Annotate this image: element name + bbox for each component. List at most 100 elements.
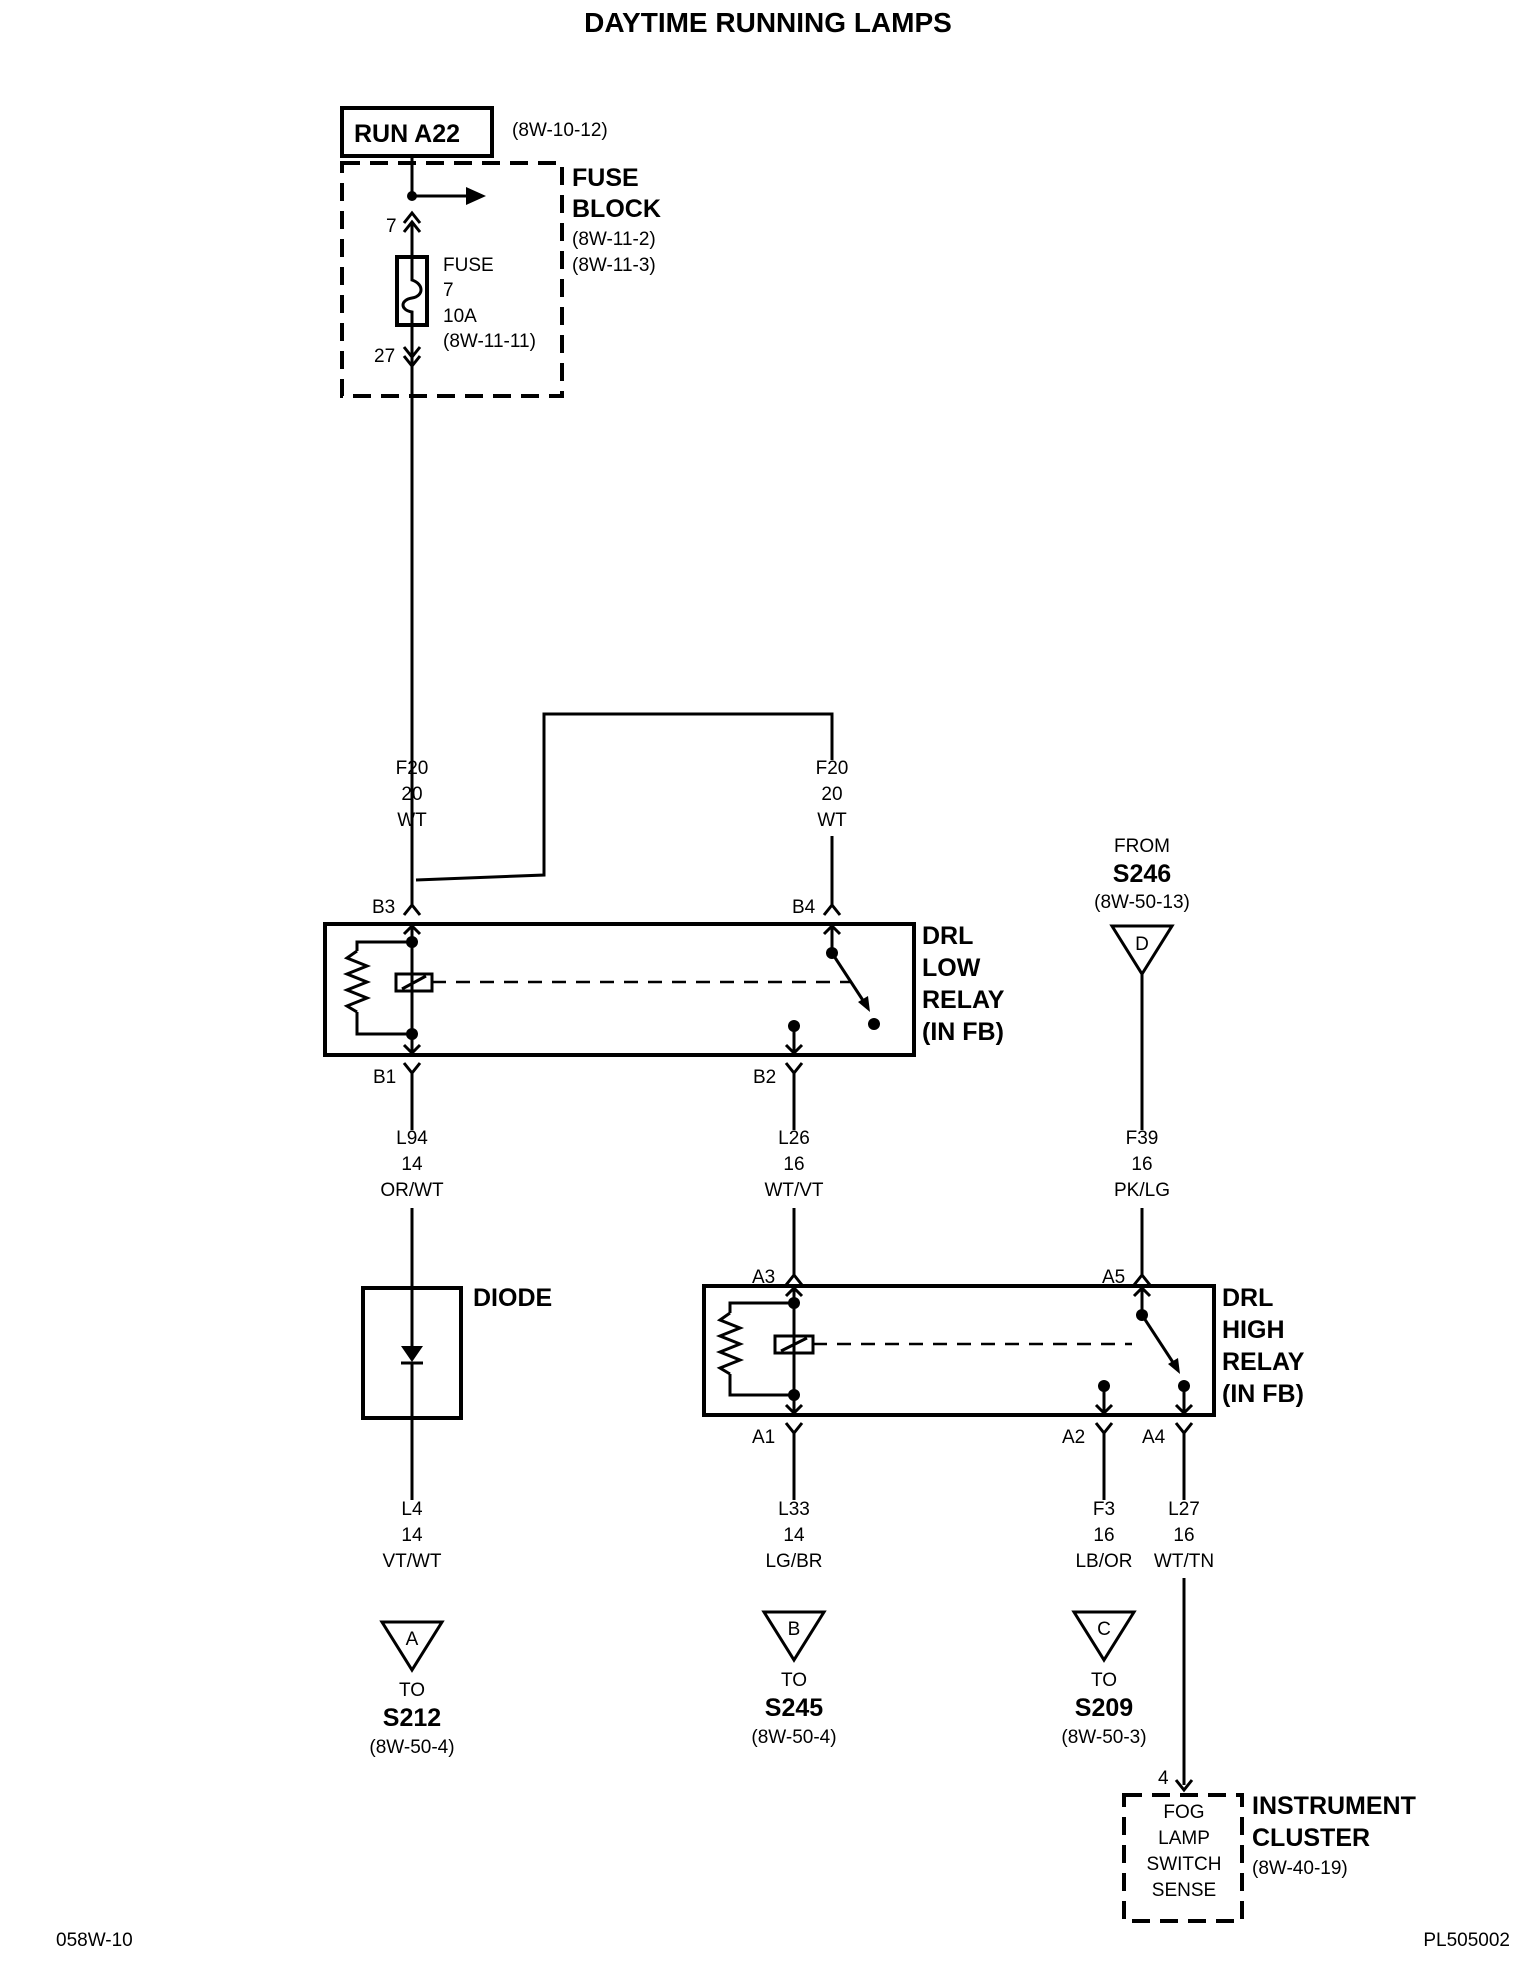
low-relay-name-3: RELAY [922, 986, 1005, 1014]
splice-a-letter: A [406, 1629, 419, 1650]
cluster-name-2: CLUSTER [1252, 1824, 1370, 1852]
high-relay-pin-a1: A1 [752, 1427, 775, 1448]
low-relay-name-2: LOW [922, 954, 981, 982]
high-relay-name-4: (IN FB) [1222, 1380, 1304, 1408]
low-relay-pin-b3: B3 [372, 897, 395, 918]
splice-c-to: TO [1091, 1670, 1117, 1691]
cluster-pin: 4 [1158, 1768, 1169, 1789]
wire-l26-color: WT/VT [764, 1180, 823, 1201]
wire-f20-left-circuit: F20 [396, 758, 429, 779]
cluster-inner-2: LAMP [1158, 1828, 1210, 1849]
cluster-inner-4: SENSE [1152, 1880, 1216, 1901]
cluster-ref: (8W-40-19) [1252, 1858, 1348, 1879]
fuse-block-ref-2: (8W-11-3) [572, 255, 656, 276]
wire-f20-left-color: WT [397, 810, 427, 831]
fuse-block-name-1: FUSE [572, 164, 639, 192]
drl-low-relay [323, 922, 916, 1057]
diode-icon [401, 1346, 423, 1362]
high-relay-name-2: HIGH [1222, 1316, 1285, 1344]
fuse-pin-in: 7 [386, 216, 397, 237]
power-source-ref: (8W-10-12) [512, 120, 608, 141]
from-splice-name: S246 [1113, 860, 1171, 888]
from-label: FROM [1114, 836, 1170, 857]
wire-f3-gauge: 16 [1093, 1525, 1114, 1546]
high-relay-pin-a2: A2 [1062, 1427, 1085, 1448]
wire-f3-circuit: F3 [1093, 1499, 1115, 1520]
high-relay-name-3: RELAY [1222, 1348, 1305, 1376]
footer-left: 058W-10 [56, 1930, 133, 1951]
cluster-inner-3: SWITCH [1147, 1854, 1222, 1875]
diagram-title: DAYTIME RUNNING LAMPS [584, 7, 952, 38]
wire-l33-color: LG/BR [765, 1551, 822, 1572]
wire-l26-circuit: L26 [778, 1128, 810, 1149]
wire-l33-gauge: 14 [783, 1525, 805, 1546]
splice-a-ref: (8W-50-4) [369, 1737, 454, 1758]
wire-f20-right-gauge: 20 [821, 784, 842, 805]
fuse-label-1: FUSE [443, 255, 494, 276]
wire-f20-left-gauge: 20 [401, 784, 422, 805]
splice-a-name: S212 [383, 1704, 441, 1732]
fuse-pin-out: 27 [374, 346, 395, 367]
wire-f3-color: LB/OR [1075, 1551, 1132, 1572]
fuse-label-2: 7 [443, 280, 454, 301]
splice-b-name: S245 [765, 1694, 823, 1722]
low-relay-pin-b1: B1 [373, 1067, 396, 1088]
low-relay-resistor-icon [342, 949, 372, 1014]
fuse-block-boundary [340, 161, 564, 398]
footer-right: PL505002 [1423, 1930, 1510, 1951]
wire-l33-circuit: L33 [778, 1499, 810, 1520]
from-splice-ref: (8W-50-13) [1094, 892, 1190, 913]
splice-a-icon [379, 1620, 445, 1673]
wire-f39-circuit: F39 [1126, 1128, 1159, 1149]
splice-c-ref: (8W-50-3) [1061, 1727, 1146, 1748]
splice-c-name: S209 [1075, 1694, 1133, 1722]
splice-d-letter: D [1135, 934, 1149, 955]
wire-l26-gauge: 16 [783, 1154, 804, 1175]
wire-l4-color: VT/WT [382, 1551, 441, 1572]
high-relay-resistor-icon [715, 1311, 745, 1376]
high-relay-pin-a4: A4 [1142, 1427, 1166, 1448]
fuse-label-3: 10A [443, 306, 477, 327]
wire-l4-gauge: 14 [401, 1525, 423, 1546]
feed-arrow-icon [466, 187, 486, 205]
diode-label: DIODE [473, 1284, 552, 1312]
wire-l4-circuit: L4 [401, 1499, 423, 1520]
power-source-label: RUN A22 [354, 120, 460, 148]
wire-f20-right-circuit: F20 [816, 758, 849, 779]
high-relay-switch-icon [1140, 1314, 1178, 1368]
splice-c-letter: C [1097, 1619, 1111, 1640]
low-relay-pin-b2: B2 [753, 1067, 776, 1088]
cluster-name-1: INSTRUMENT [1252, 1792, 1416, 1820]
instrument-cluster-boundary [1122, 1793, 1244, 1923]
splice-a-to: TO [399, 1680, 425, 1701]
low-relay-name-1: DRL [922, 922, 973, 950]
splice-b-to: TO [781, 1670, 807, 1691]
splice-b-letter: B [788, 1619, 801, 1640]
cluster-inner-1: FOG [1163, 1802, 1204, 1823]
splice-b-icon [761, 1610, 827, 1663]
high-relay-pin-a3: A3 [752, 1267, 775, 1288]
splice-c-icon [1071, 1610, 1137, 1663]
low-relay-pin-b4: B4 [792, 897, 816, 918]
splice-d-icon [1109, 924, 1175, 977]
wire-l27-color: WT/TN [1154, 1551, 1214, 1572]
wire-l27-circuit: L27 [1168, 1499, 1200, 1520]
fuse-block-name-2: BLOCK [572, 195, 661, 223]
fuse-block-ref-1: (8W-11-2) [572, 229, 656, 250]
splice-b-ref: (8W-50-4) [751, 1727, 836, 1748]
wire-l94-color: OR/WT [380, 1180, 444, 1201]
low-relay-name-4: (IN FB) [922, 1018, 1004, 1046]
high-relay-name-1: DRL [1222, 1284, 1273, 1312]
wire-f39-color: PK/LG [1114, 1180, 1170, 1201]
wire-l27-gauge: 16 [1173, 1525, 1194, 1546]
fuse-label-4: (8W-11-11) [443, 331, 536, 352]
drl-high-relay [702, 1284, 1216, 1417]
low-relay-switch-icon [830, 952, 868, 1006]
wire-l94-circuit: L94 [396, 1128, 428, 1149]
wire-l94-gauge: 14 [401, 1154, 423, 1175]
power-source-box [340, 106, 494, 158]
wire-f39-gauge: 16 [1131, 1154, 1152, 1175]
high-relay-pin-a5: A5 [1102, 1267, 1125, 1288]
wire-f20-right-color: WT [817, 810, 847, 831]
